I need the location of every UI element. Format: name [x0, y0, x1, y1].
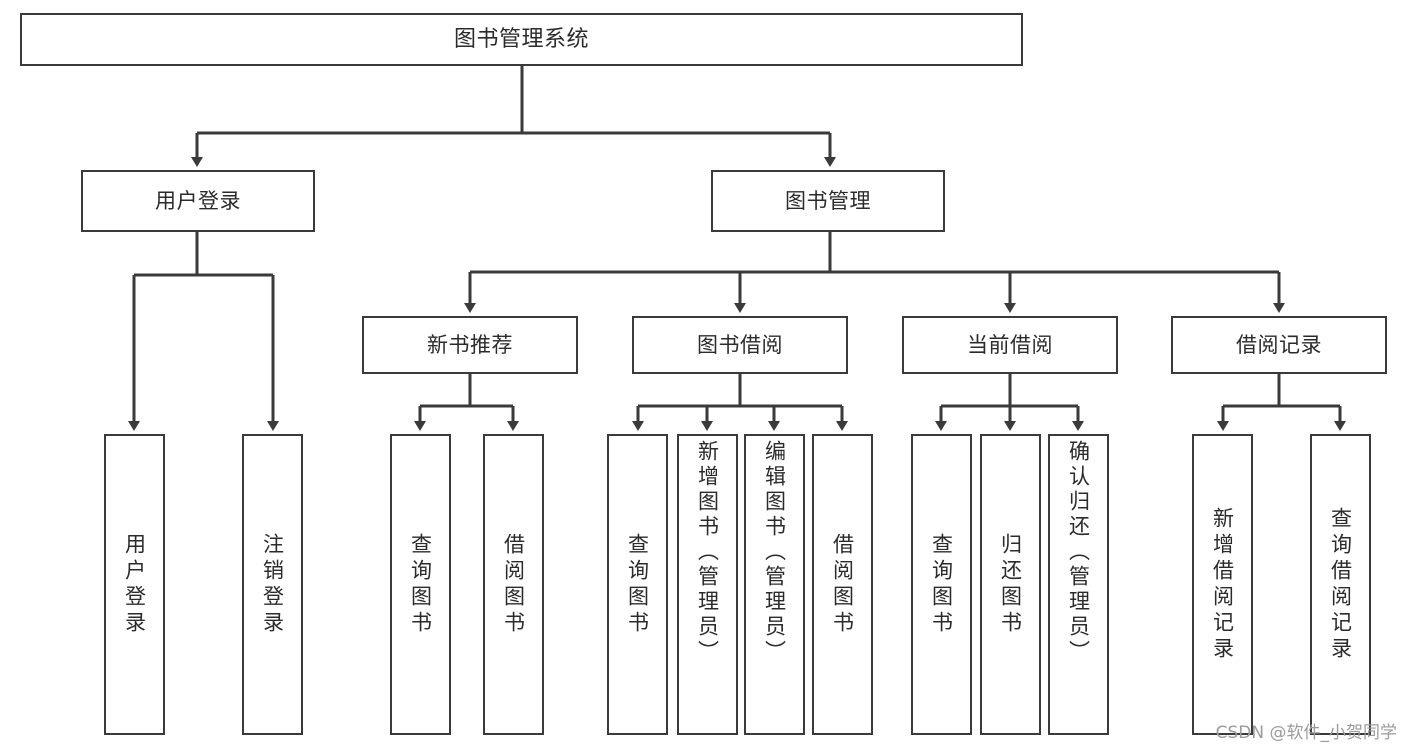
leaf-logout[interactable]: 注销登录 — [242, 434, 303, 735]
leaf-query-book-borrow[interactable]: 查询图书 — [607, 434, 668, 735]
node-label: 注销登录 — [260, 532, 285, 637]
node-label: 用户登录 — [155, 188, 241, 213]
node-borrow-record[interactable]: 借阅记录 — [1171, 316, 1387, 374]
node-book-management[interactable]: 图书管理 — [711, 170, 945, 232]
leaf-add-book-admin[interactable]: 新增图书（管理员） — [677, 434, 738, 735]
leaf-add-borrow-record[interactable]: 新增借阅记录 — [1192, 434, 1253, 735]
node-label: 借阅记录 — [1236, 332, 1322, 357]
node-label: 新书推荐 — [427, 332, 513, 357]
leaf-edit-book-admin[interactable]: 编辑图书（管理员） — [744, 434, 805, 735]
node-label: 编辑图书（管理员） — [762, 440, 787, 665]
node-user-login[interactable]: 用户登录 — [81, 170, 315, 232]
node-label: 新增借阅记录 — [1210, 506, 1235, 663]
node-current-borrow[interactable]: 当前借阅 — [902, 316, 1118, 374]
leaf-query-book-current[interactable]: 查询图书 — [911, 434, 972, 735]
node-label: 借阅图书 — [501, 532, 526, 637]
leaf-return-book[interactable]: 归还图书 — [980, 434, 1041, 735]
node-root-book-management-system[interactable]: 图书管理系统 — [20, 13, 1023, 66]
node-label: 借阅图书 — [830, 532, 855, 637]
node-label: 新增图书（管理员） — [695, 440, 720, 665]
node-label: 图书管理 — [785, 188, 871, 213]
leaf-borrow-book-recommend[interactable]: 借阅图书 — [483, 434, 544, 735]
node-label: 查询图书 — [929, 532, 954, 637]
node-new-book-recommend[interactable]: 新书推荐 — [362, 316, 578, 374]
node-label: 查询图书 — [408, 532, 433, 637]
node-label: 图书借阅 — [697, 332, 783, 357]
leaf-borrow-book[interactable]: 借阅图书 — [812, 434, 873, 735]
leaf-query-book-recommend[interactable]: 查询图书 — [390, 434, 451, 735]
node-label: 图书管理系统 — [453, 26, 589, 52]
node-label: 当前借阅 — [967, 332, 1053, 357]
node-label: 用户登录 — [122, 532, 147, 637]
leaf-confirm-return-admin[interactable]: 确认归还（管理员） — [1048, 434, 1109, 735]
node-label: 查询图书 — [625, 532, 650, 637]
leaf-user-login[interactable]: 用户登录 — [104, 434, 165, 735]
node-label: 查询借阅记录 — [1328, 506, 1353, 663]
node-label: 确认归还（管理员） — [1066, 440, 1091, 665]
leaf-query-borrow-record[interactable]: 查询借阅记录 — [1310, 434, 1371, 735]
node-book-borrow[interactable]: 图书借阅 — [632, 316, 848, 374]
node-label: 归还图书 — [998, 532, 1023, 637]
